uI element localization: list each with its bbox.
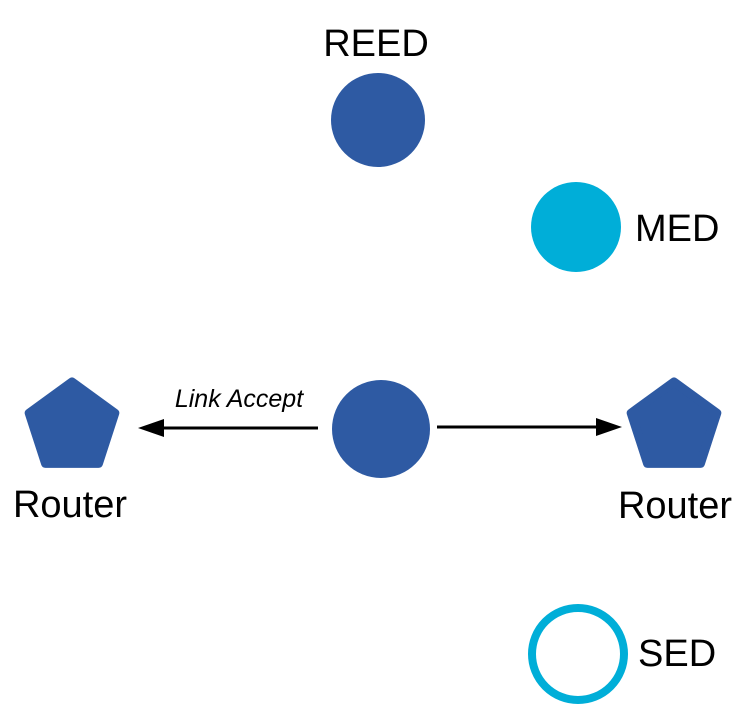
sed-label: SED [638, 633, 716, 675]
router-left-label: Router [13, 484, 127, 526]
med-node-circle-icon [531, 182, 621, 272]
right-arrowhead-icon [596, 418, 622, 436]
link-accept-arrow-left: Link Accept [138, 385, 318, 437]
med-label: MED [635, 208, 719, 250]
router-left-pentagon-icon [24, 377, 120, 468]
router-right-label: Router [618, 485, 732, 527]
reed-label: REED [323, 23, 429, 65]
left-arrowhead-icon [138, 419, 164, 437]
center-node-circle-icon [332, 380, 430, 478]
router-right-pentagon-icon [626, 377, 722, 468]
reed-node-circle-icon [331, 73, 425, 167]
sed-node-outline-circle-icon [528, 604, 628, 704]
link-accept-edge-label: Link Accept [175, 385, 304, 413]
arrow-right [437, 418, 622, 436]
